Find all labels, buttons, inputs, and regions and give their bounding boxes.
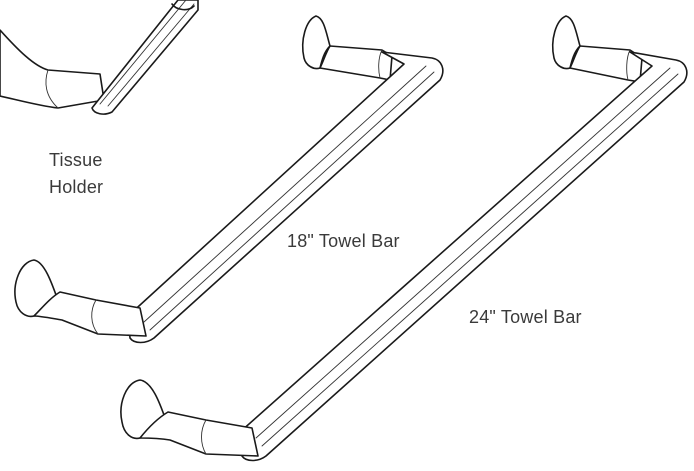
tissue-holder-arm-highlight-2 [107, 3, 195, 107]
towel-bar-24-upper-seam [626, 49, 631, 81]
towel-bar-24-label: 24" Towel Bar [469, 307, 582, 327]
tissue-holder-label-line2: Holder [49, 177, 104, 197]
towel-bar-24-lower-seam [201, 419, 207, 455]
towel-bar-24-rod-highlight [255, 67, 671, 439]
towel-bar-18-label: 18" Towel Bar [287, 231, 400, 251]
towel-bar-24-lower-post [139, 411, 259, 457]
towel-bar-18-rod [127, 51, 444, 344]
towel-bar-18-upper-seam [378, 49, 383, 79]
towel-bar-24-rod-highlight-2 [261, 73, 679, 447]
tissue-holder-end-cap [171, 3, 195, 11]
towel-bar-24-rod [239, 51, 688, 462]
towel-bar-18-rod-highlight [143, 65, 427, 323]
towel-bar-18-drawing [14, 15, 444, 344]
tissue-holder-drawing [0, 0, 199, 115]
towel-bar-24-upper-post [569, 45, 643, 83]
towel-bar-18-rod-highlight-2 [149, 71, 435, 331]
towel-bar-24-drawing [120, 15, 688, 462]
towel-bar-18-upper-post [319, 45, 393, 81]
tissue-holder-label-line1: Tissue [49, 150, 103, 170]
tissue-holder-arm [91, 0, 199, 115]
towel-bar-18-lower-post [33, 291, 147, 337]
tissue-holder-post-seam [45, 69, 59, 109]
towel-bar-18-lower-seam [91, 299, 99, 335]
tissue-holder-post [0, 29, 105, 109]
tissue-holder-arm-highlight [99, 0, 187, 105]
tissue-holder-label: Tissue Holder [49, 147, 103, 201]
